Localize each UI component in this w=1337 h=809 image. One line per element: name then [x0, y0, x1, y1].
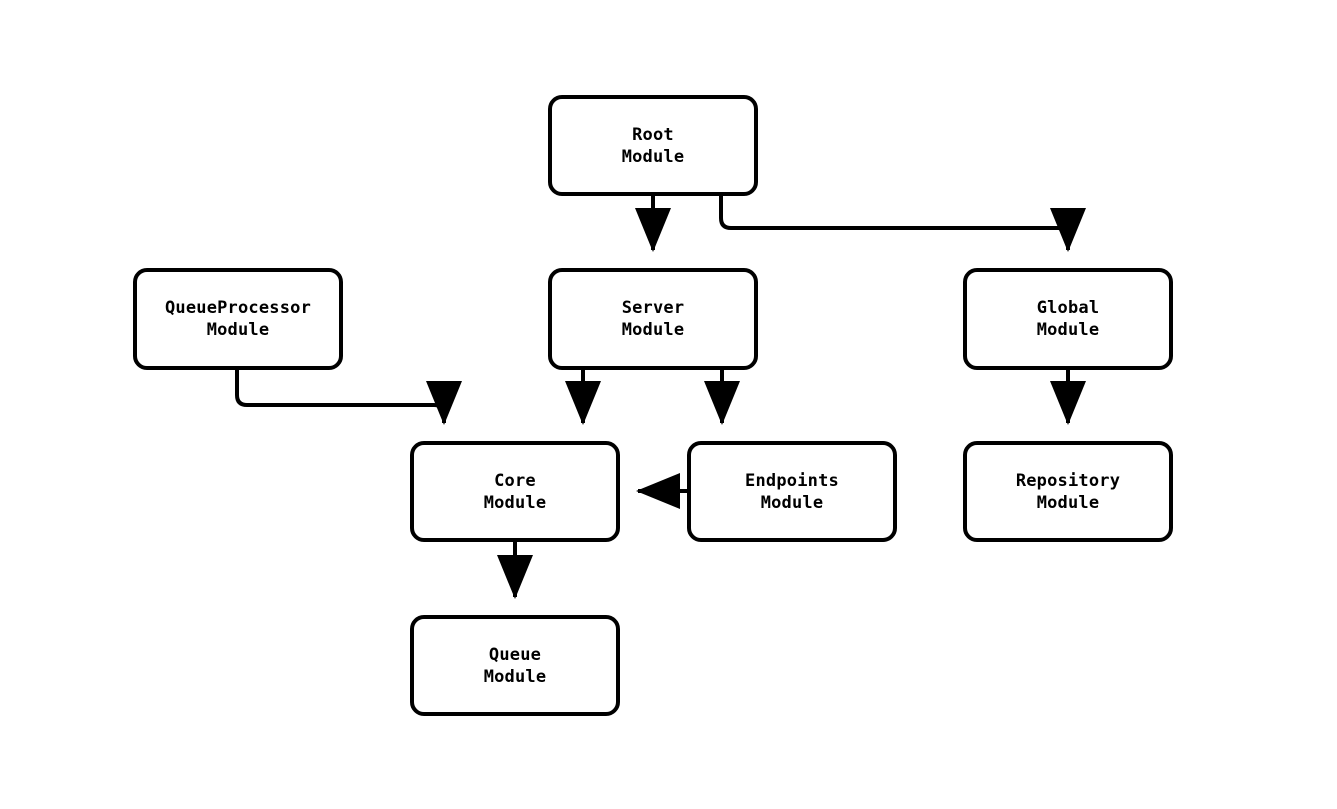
- node-queueprocessor-label-line2: Module: [206, 320, 270, 340]
- node-queueprocessor-label-line1: QueueProcessor: [164, 298, 312, 318]
- node-root-label-line1: Root: [632, 124, 674, 145]
- edge-root-to-global: [719, 196, 1086, 252]
- node-core-label-line2: Module: [483, 492, 547, 513]
- node-core-label-line1: Core: [494, 470, 536, 491]
- node-global-label-line2: Module: [1036, 320, 1100, 340]
- node-repository-label-line2: Module: [1036, 492, 1100, 513]
- node-global-label-line1: Global: [1036, 298, 1100, 318]
- node-server-label-line2: Module: [621, 320, 685, 340]
- node-queue-label-line1: Queue: [488, 644, 542, 665]
- node-endpoints-label-line2: Module: [760, 492, 824, 513]
- node-queue-label-line2: Module: [483, 666, 547, 687]
- node-endpoints-label-line1: Endpoints: [745, 470, 839, 491]
- node-repository-label-line1: Repository: [1015, 470, 1121, 491]
- node-server-label-line1: Server: [621, 298, 685, 318]
- edge-queueprocessor-to-core: [235, 370, 462, 425]
- node-root-label-line2: Module: [621, 146, 685, 167]
